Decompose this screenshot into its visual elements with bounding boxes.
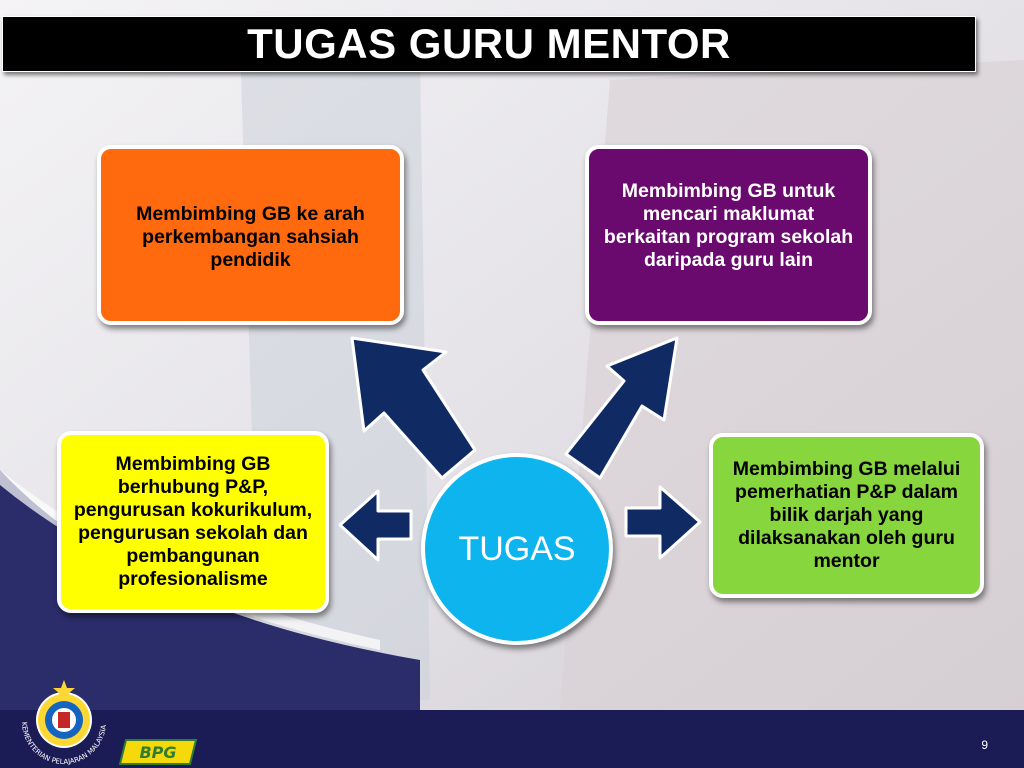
bpg-logo: BPG	[118, 739, 198, 765]
task-text-right: Membimbing GB melalui pemerhatian P&P da…	[732, 458, 961, 572]
ministry-logo: KEMENTERIAN PELAJARAN MALAYSIA	[20, 680, 108, 766]
bpg-logo-text: BPG	[139, 743, 176, 762]
title-bar: TUGAS GURU MENTOR	[2, 16, 976, 72]
slide-title: TUGAS GURU MENTOR	[247, 20, 731, 67]
center-circle: TUGAS	[421, 453, 613, 645]
center-label: TUGAS	[458, 529, 576, 568]
task-box-top-right: Membimbing GB untuk mencari maklumat ber…	[585, 145, 872, 325]
task-text-left: Membimbing GB berhubung P&P, pengurusan …	[73, 453, 313, 590]
task-box-left: Membimbing GB berhubung P&P, pengurusan …	[57, 431, 329, 613]
task-text-top-left: Membimbing GB ke arah perkembangan sahsi…	[136, 203, 365, 271]
task-text-top-right: Membimbing GB untuk mencari maklumat ber…	[603, 180, 854, 271]
task-box-right: Membimbing GB melalui pemerhatian P&P da…	[709, 433, 984, 598]
logos-area: KEMENTERIAN PELAJARAN MALAYSIA BPG	[20, 680, 198, 766]
task-box-top-left: Membimbing GB ke arah perkembangan sahsi…	[97, 145, 404, 325]
page-number: 9	[981, 738, 988, 752]
